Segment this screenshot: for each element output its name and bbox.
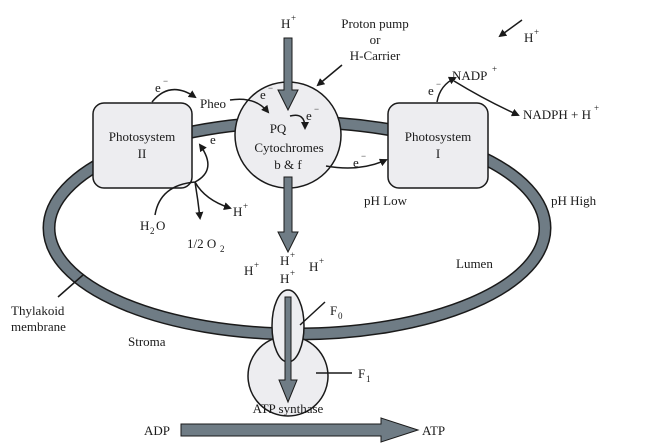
h-lumen-2: H bbox=[244, 263, 253, 278]
proton-to-lumen-arrow bbox=[277, 176, 299, 254]
e-label-4: e bbox=[210, 132, 216, 147]
atp-label: ATP bbox=[422, 423, 445, 438]
plus-nadph: + bbox=[594, 103, 599, 113]
thylakoid-line1: Thylakoid bbox=[11, 303, 65, 318]
water-splitting-labels: H 2 O H + 1/2 O 2 bbox=[140, 201, 248, 254]
f0-label: F bbox=[330, 303, 337, 318]
minus-6: − bbox=[436, 79, 441, 89]
psii-numeral: II bbox=[138, 146, 147, 161]
adp-to-atp-arrow: ADP ATP bbox=[144, 417, 445, 443]
photosystem-i: Photosystem I bbox=[387, 102, 489, 189]
photosystem-ii: Photosystem II bbox=[92, 102, 193, 189]
adp-label: ADP bbox=[144, 423, 170, 438]
nadp-label: NADP bbox=[452, 68, 487, 83]
proton-pump-line1: Proton pump bbox=[341, 16, 409, 31]
minus-5: − bbox=[361, 151, 366, 161]
plus-psii: + bbox=[243, 201, 248, 211]
minus-3: − bbox=[314, 104, 319, 114]
plus-nadp: + bbox=[492, 64, 497, 74]
psi-numeral: I bbox=[436, 146, 440, 161]
plus-l2: + bbox=[254, 260, 259, 270]
e-label-6: e bbox=[428, 83, 434, 98]
f1-sub: 1 bbox=[366, 374, 371, 384]
pheo-label: Pheo bbox=[200, 96, 226, 111]
ph-high-label: pH High bbox=[551, 193, 597, 208]
lumen-protons: H + H + H + bbox=[244, 250, 324, 278]
nadph-label: NADPH + H bbox=[523, 107, 591, 122]
lumen-label: Lumen bbox=[456, 256, 493, 271]
e-label-5: e bbox=[353, 155, 359, 170]
plus-l4: + bbox=[290, 268, 295, 278]
atp-synthase: F 0 F 1 ATP synthase bbox=[247, 289, 371, 417]
h-lumen-3: H bbox=[309, 259, 318, 274]
thylakoid-line2: membrane bbox=[11, 319, 66, 334]
h-lumen-1: H bbox=[280, 253, 289, 268]
proton-pump-label: Proton pump or H-Carrier bbox=[316, 16, 409, 87]
o2-sub: 2 bbox=[220, 244, 225, 254]
minus-2: − bbox=[268, 83, 273, 93]
ph-low-label: pH Low bbox=[364, 193, 408, 208]
b-and-f-label: b & f bbox=[274, 157, 302, 172]
h-lumen-4: H bbox=[280, 271, 289, 286]
nadp-labels: H + NADP + NADPH + H + bbox=[452, 27, 599, 122]
thylakoid-label: Thylakoid membrane bbox=[11, 274, 84, 334]
minus-1: − bbox=[163, 76, 168, 86]
f1-label: F bbox=[358, 366, 365, 381]
plus-l3: + bbox=[319, 256, 324, 266]
h2o-o: O bbox=[156, 218, 165, 233]
e-label-1: e bbox=[155, 80, 161, 95]
h2o-sub: 2 bbox=[150, 226, 155, 236]
e-label-2: e bbox=[260, 87, 266, 102]
pq-label: PQ bbox=[270, 121, 287, 136]
h-nadp: H bbox=[524, 30, 533, 45]
plus-sign: + bbox=[291, 13, 296, 23]
cytochromes-label: Cytochromes bbox=[254, 140, 323, 155]
atp-synthase-label: ATP synthase bbox=[253, 401, 324, 416]
h2o-h: H bbox=[140, 218, 149, 233]
minus-4: − bbox=[218, 128, 223, 138]
h-psii: H bbox=[233, 204, 242, 219]
proton-in-arrow: H + bbox=[277, 13, 299, 112]
electron-labels: e − e − e − e − e − e − Pheo bbox=[155, 76, 441, 170]
proton-pump-line2: or bbox=[370, 32, 382, 47]
lumen-proton-above-synthase: H + bbox=[280, 268, 295, 286]
psii-label: Photosystem bbox=[109, 129, 175, 144]
h-plus-top: H bbox=[281, 16, 290, 31]
f0-sub: 0 bbox=[338, 311, 343, 321]
psi-label: Photosystem bbox=[405, 129, 471, 144]
plus-l1: + bbox=[290, 250, 295, 260]
e-label-3: e bbox=[306, 108, 312, 123]
proton-pump-line3: H-Carrier bbox=[350, 48, 401, 63]
plus-nadp-h: + bbox=[534, 27, 539, 37]
electron-flow bbox=[151, 19, 523, 220]
stroma-label: Stroma bbox=[128, 334, 166, 349]
half-o2-label: 1/2 O bbox=[187, 236, 216, 251]
